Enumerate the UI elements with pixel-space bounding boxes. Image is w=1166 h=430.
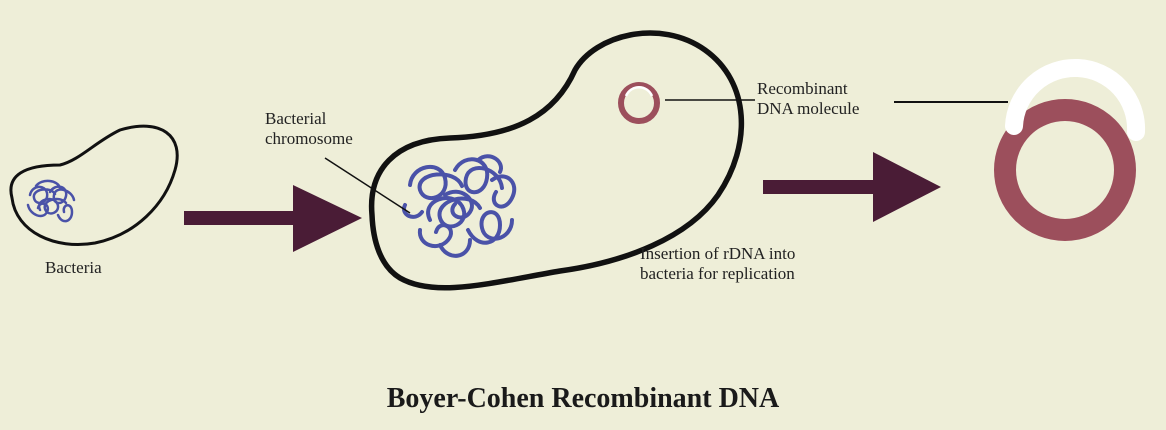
- bacteria-label: Bacteria: [45, 258, 102, 278]
- small-plasmid: [618, 82, 660, 124]
- large-chromosome: [402, 154, 517, 258]
- arrow-2: [763, 152, 941, 222]
- recombinant-label-line1: Recombinant: [757, 79, 848, 98]
- bacteria-label-text: Bacteria: [45, 258, 102, 277]
- chromosome-label: Bacterial chromosome: [265, 109, 353, 149]
- recombinant-label-line2: DNA molecule: [757, 99, 860, 118]
- chromosome-label-line2: chromosome: [265, 129, 353, 148]
- insertion-label-line1: Insertion of rDNA into: [640, 244, 796, 263]
- diagram-title: Boyer-Cohen Recombinant DNA: [386, 383, 780, 414]
- large-bacterium-outline: [368, 30, 745, 291]
- insertion-label-line2: bacteria for replication: [640, 264, 795, 283]
- small-chromosome: [26, 179, 76, 223]
- insertion-label: Insertion of rDNA into bacteria for repl…: [640, 244, 795, 284]
- chromosome-label-line1: Bacterial: [265, 109, 327, 128]
- arrow-1: [184, 185, 362, 252]
- recombinant-label: Recombinant DNA molecule: [757, 79, 859, 119]
- chromosome-leader-line: [324, 157, 411, 214]
- small-bacterium-outline: [9, 124, 179, 246]
- large-plasmid: [994, 59, 1146, 241]
